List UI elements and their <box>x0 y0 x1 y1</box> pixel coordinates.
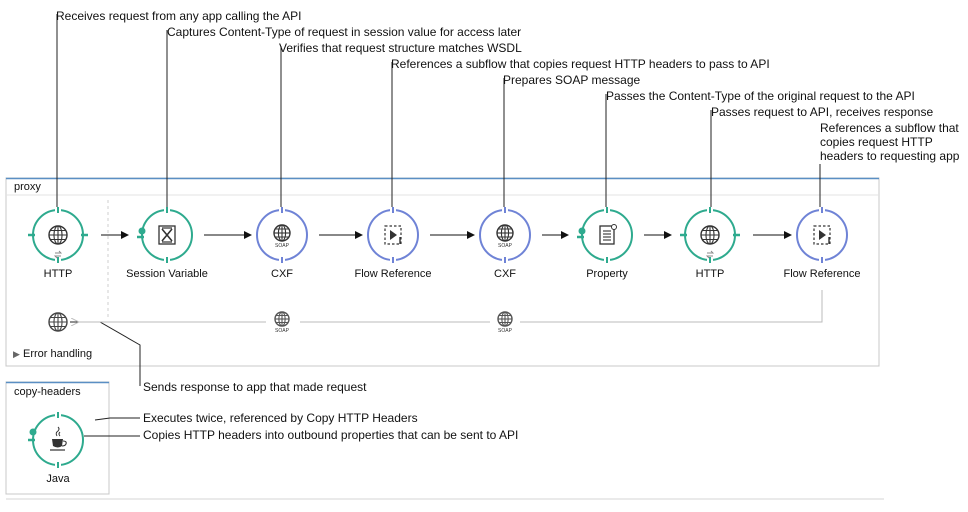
node-flow-reference-1[interactable] <box>367 207 419 263</box>
error-handling-label: Error handling <box>22 348 93 360</box>
node-cxf-1[interactable]: SOAP <box>256 207 308 263</box>
node-label-flow-reference-2: Flow Reference <box>783 268 861 280</box>
node-label-cxf-2: CXF <box>494 268 516 280</box>
source-dot <box>29 428 37 436</box>
source-dot <box>578 227 586 235</box>
annotation-passes-content-type: Passes the Content-Type of the original … <box>606 89 915 103</box>
globe-icon <box>700 225 720 245</box>
node-label-http-outbound: HTTP <box>695 268 725 280</box>
exchange-icon <box>705 250 715 259</box>
flow-reference-icon <box>813 225 831 245</box>
annotation-verifies-wsdl: Verifies that request structure matches … <box>279 41 522 55</box>
annotation-references-subflow: References a subflow that copies request… <box>391 57 770 71</box>
node-http-outbound[interactable] <box>680 207 740 263</box>
annotation-executes-twice: Executes twice, referenced by Copy HTTP … <box>143 411 418 425</box>
proxy-flow-panel <box>5 177 880 367</box>
java-cup-icon <box>50 426 67 451</box>
node-label-cxf-1: CXF <box>271 268 293 280</box>
expand-triangle-icon: ▶ <box>13 349 20 359</box>
node-label-java: Java <box>46 473 70 485</box>
return-path <box>78 290 823 323</box>
flow-reference-icon <box>384 225 402 245</box>
globe-icon <box>48 225 68 245</box>
soap-label: SOAP <box>275 243 290 249</box>
return-cxf-2-icon: SOAP <box>497 311 513 334</box>
property-icon <box>599 224 617 245</box>
annotation-receives-request: Receives request from any app calling th… <box>56 9 302 23</box>
node-cxf-2[interactable]: SOAP <box>479 207 531 263</box>
node-java[interactable] <box>28 412 84 468</box>
node-label-session-variable: Session Variable <box>126 268 208 280</box>
annotation-sends-response: Sends response to app that made request <box>143 380 367 394</box>
return-line <box>520 290 823 323</box>
annotation-copies-headers: Copies HTTP headers into outbound proper… <box>143 428 519 442</box>
soap-label: SOAP <box>275 328 290 334</box>
node-flow-reference-2[interactable] <box>796 207 848 263</box>
session-variable-icon <box>158 225 176 245</box>
node-label-http-inbound: HTTP <box>43 268 73 280</box>
return-cxf-1-icon: SOAP <box>274 311 290 334</box>
node-session-variable[interactable] <box>137 207 193 263</box>
annotation-subflow-line2: copies request HTTP <box>820 135 933 149</box>
flow-nodes: SOAP SOAP SOAP SOAP <box>28 207 848 468</box>
node-label-flow-reference-1: Flow Reference <box>354 268 432 280</box>
copy-headers-flow-title: copy-headers <box>14 386 81 398</box>
annotation-captures-content-type: Captures Content-Type of request in sess… <box>167 25 522 39</box>
soap-label: SOAP <box>498 328 513 334</box>
exchange-icon <box>53 250 63 259</box>
node-label-property: Property <box>586 268 628 280</box>
node-property[interactable] <box>577 207 633 263</box>
annotation-subflow-line3: headers to requesting app <box>820 149 960 163</box>
annotation-passes-request: Passes request to API, receives response <box>711 105 934 119</box>
annotation-subflow-line1: References a subflow that <box>820 121 959 135</box>
soap-globe-icon: SOAP <box>496 224 514 249</box>
source-dot <box>138 227 146 235</box>
error-handling-toggle[interactable]: ▶ Error handling <box>13 348 92 361</box>
soap-globe-icon: SOAP <box>273 224 291 249</box>
soap-label: SOAP <box>498 243 513 249</box>
annotation-prepares-soap: Prepares SOAP message <box>503 73 641 87</box>
return-http-globe-icon <box>48 312 68 332</box>
node-http-inbound[interactable] <box>28 207 88 263</box>
callout-line <box>94 417 140 421</box>
proxy-flow-title: proxy <box>14 181 41 193</box>
